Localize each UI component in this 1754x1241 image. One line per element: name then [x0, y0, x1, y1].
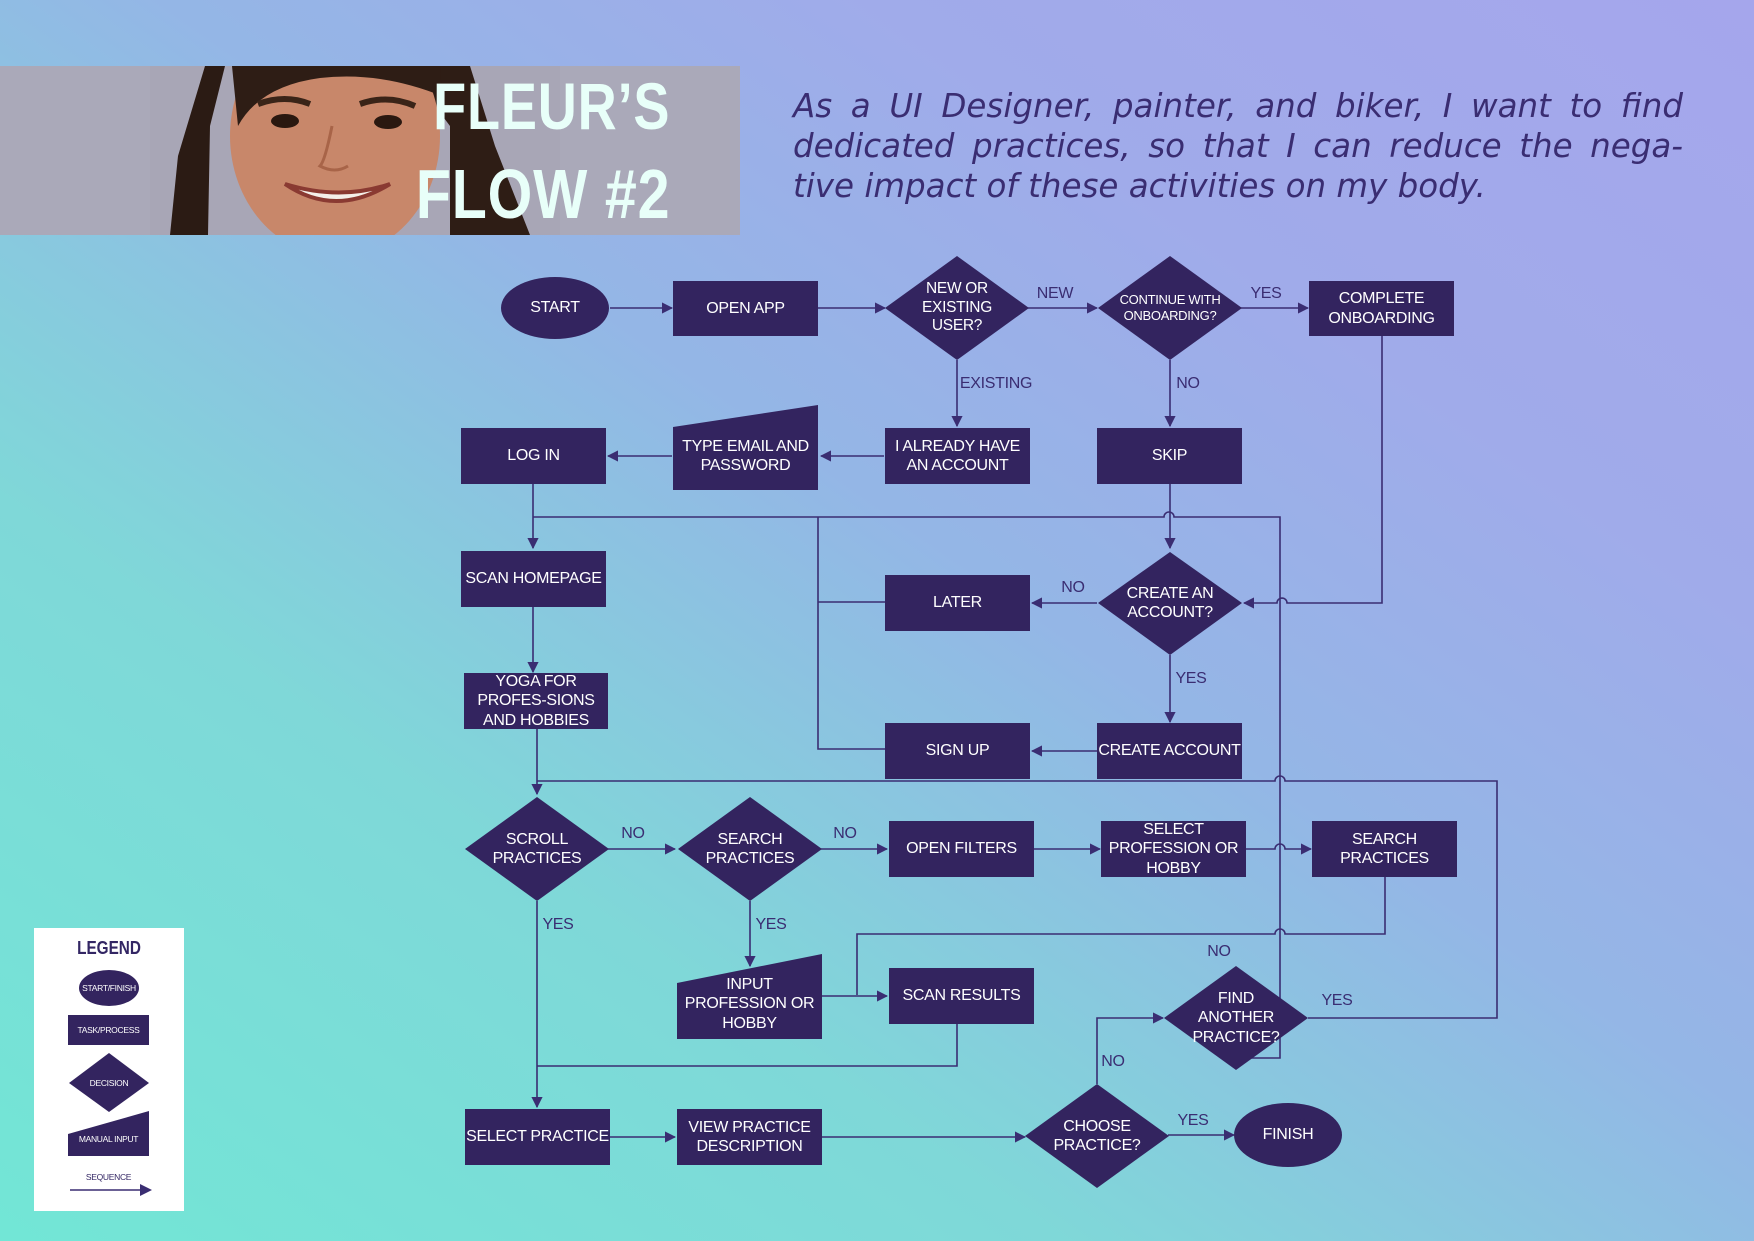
node-skip: SKIP [1151, 447, 1188, 465]
node-type-email: TYPE EMAIL AND PASSWORD [682, 437, 809, 474]
node-new-or-existing: NEW OR EXISTING USER? [922, 280, 992, 335]
flow-title-line1: FLEUR’S [432, 69, 670, 143]
node-start: START [530, 299, 580, 317]
node-login-shape [461, 428, 606, 484]
node-input-shape [677, 954, 822, 1039]
legend-manual-input-label: MANUAL INPUT [78, 1133, 139, 1144]
node-choose-practice: CHOOSE PRACTICE? [1053, 1117, 1141, 1154]
node-skip-shape [1097, 428, 1242, 484]
edge-label-yes-find: YES [1321, 992, 1353, 1010]
legend-panel: LEGEND START/FINISH TASK/PROCESS DECISIO… [34, 928, 184, 1211]
flow-title-line2: FLOW #2 [415, 155, 670, 233]
node-selectprof-shape [1101, 821, 1246, 877]
node-find-shape [1164, 966, 1308, 1070]
node-scan-homepage: SCAN HOMEPAGE [465, 570, 602, 588]
edge-label-yes-account: YES [1175, 670, 1207, 688]
node-input-profession: INPUT PROFESSION OR HOBBY [684, 976, 815, 1032]
legend-title: LEGEND [77, 938, 141, 958]
legend-decision-shape [69, 1053, 149, 1112]
node-searchpract-shape [1312, 821, 1457, 877]
node-yoga-shape [464, 673, 608, 729]
node-open-app: OPEN APP [706, 299, 785, 317]
node-continue-onboarding: CONTINUE WITH ONBOARDING? [1119, 292, 1221, 323]
edge-label-no-search: NO [833, 825, 857, 843]
node-create-account: CREATE ACCOUNT [1098, 742, 1241, 760]
node-homepage-shape [461, 551, 606, 607]
legend-task-shape [68, 1015, 149, 1045]
edge-label-no-account: NO [1061, 579, 1085, 597]
edge-results-select [537, 1024, 958, 1067]
edge-label-no-choose: NO [1101, 1053, 1125, 1071]
edge-label-no-find: NO [1207, 943, 1231, 961]
edge-label-yes-search: YES [755, 916, 787, 934]
node-results-shape [889, 968, 1034, 1024]
node-view-description: VIEW PRACTICE DESCRIPTION [688, 1118, 811, 1155]
node-account-shape [885, 428, 1030, 484]
node-scroll-shape [465, 797, 609, 901]
node-search-practices: SEARCH PRACTICES [1340, 830, 1429, 867]
edge-label-new: NEW [1036, 285, 1074, 303]
node-newuser-shape [885, 256, 1029, 360]
edge-label-yes-scroll: YES [542, 916, 574, 934]
node-searchq-shape [678, 797, 822, 901]
node-scroll-practices: SCROLL PRACTICES [492, 830, 582, 867]
node-create-shape [1097, 723, 1242, 779]
legend-shapes [68, 970, 152, 1196]
node-finish-shape [1234, 1103, 1342, 1167]
node-continue-shape [1098, 256, 1242, 360]
edge-label-yes-choose: YES [1177, 1112, 1209, 1130]
node-select-practice: SELECT PRACTICE [466, 1128, 609, 1146]
node-finish: FINISH [1262, 1126, 1314, 1144]
edge-vertical-818 [817, 517, 885, 750]
node-selectpractice-shape [465, 1109, 610, 1165]
edge-select-search [1246, 843, 1313, 855]
edge-label-yes-onboarding: YES [1250, 285, 1282, 303]
user-story: As a UI Designer, painter, and biker, I … [793, 87, 1683, 205]
node-complete-shape [1309, 281, 1454, 336]
edge-no-find [1096, 1012, 1165, 1084]
legend-sequence-label: SEQUENCE [85, 1171, 132, 1182]
node-start-shape [501, 277, 609, 339]
node-email-shape [673, 405, 818, 490]
edge-label-existing: EXISTING [959, 375, 1033, 393]
node-select-profession: SELECT PROFESSION OR HOBBY [1108, 821, 1239, 877]
legend-decision-label: DECISION [89, 1077, 129, 1088]
connectors [527, 302, 1498, 1143]
node-open-filters: OPEN FILTERS [906, 840, 1017, 858]
edge-label-no-onboarding: NO [1176, 375, 1200, 393]
header-banner: FLEUR’S FLOW #2 [0, 66, 740, 235]
legend-start-finish-shape [79, 970, 139, 1006]
node-later: LATER [933, 594, 982, 612]
node-signup-shape [885, 723, 1030, 779]
legend-task-label: TASK/PROCESS [77, 1024, 140, 1035]
node-createq-shape [1098, 552, 1242, 655]
node-find-another: FIND ANOTHER PRACTICE? [1192, 990, 1280, 1046]
edge-label-no-scroll: NO [621, 825, 645, 843]
node-create-account-question: CREATE AN ACCOUNT? [1126, 584, 1214, 621]
node-already-have-account: I ALREADY HAVE AN ACCOUNT [894, 437, 1021, 474]
legend-start-finish-label: START/FINISH [82, 982, 136, 993]
node-filters-shape [889, 821, 1034, 877]
legend-sequence-arrowhead [140, 1184, 152, 1196]
legend-manual-input-shape [68, 1111, 149, 1156]
profile-photo [150, 66, 560, 235]
node-complete-onboarding: COMPLETE ONBOARDING [1328, 290, 1435, 327]
node-log-in: LOG IN [507, 447, 560, 465]
node-scan-results: SCAN RESULTS [902, 987, 1021, 1005]
edge-complete-createq [1242, 336, 1383, 609]
node-later-shape [885, 575, 1030, 631]
edge-search-results [856, 877, 1386, 995]
node-view-shape [677, 1109, 822, 1165]
edge-loop-back [537, 775, 1498, 1019]
node-search-practices-question: SEARCH PRACTICES [705, 830, 795, 867]
node-yoga: YOGA FOR PROFES-SIONS AND HOBBIES [477, 673, 595, 729]
flowchart-shapes [461, 256, 1457, 1188]
node-choose-shape [1025, 1084, 1169, 1188]
node-openapp-shape [673, 281, 818, 336]
node-sign-up: SIGN UP [925, 742, 990, 760]
